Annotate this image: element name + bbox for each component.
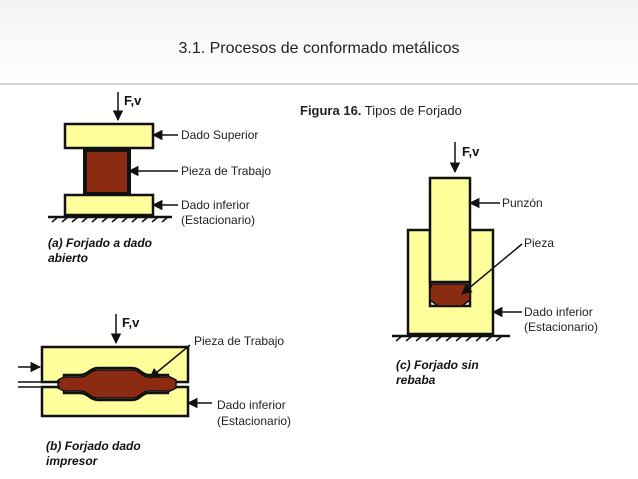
- label-bottom-die-a-1: Dado inferior: [181, 198, 250, 212]
- slide-title: 3.1. Procesos de conformado metálicos: [178, 40, 460, 57]
- leader-piece-c: [461, 243, 523, 295]
- label-bottom-die-a-2: (Estacionario): [181, 213, 255, 227]
- caption-c-2: rebaba: [396, 373, 436, 387]
- label-bottom-die-c-2: (Estacionario): [524, 320, 598, 334]
- piece-c: [429, 283, 471, 307]
- figure-caption-text: Tipos de Forjado: [361, 103, 462, 118]
- top-die-a: [63, 122, 155, 150]
- bottom-die-b: [40, 385, 190, 418]
- diagram-impression-die: F,v Pieza de Trabajo Dado inferior (Esta…: [18, 314, 291, 468]
- leader-workpiece-b: [149, 344, 191, 379]
- caption-a-2: abierto: [48, 251, 88, 265]
- punch-c: [428, 176, 472, 284]
- diagram-open-die: F,v Dado Superior Pieza de Trabajo Dado …: [48, 92, 271, 265]
- label-bottom-die-c-1: Dado inferior: [524, 305, 593, 319]
- caption-b-1: (b) Forjado dado: [46, 439, 141, 453]
- ground-hatch-c: [395, 335, 503, 342]
- label-workpiece-b: Pieza de Trabajo: [194, 334, 284, 348]
- workpiece-b: [57, 369, 177, 399]
- bottom-die-a: [63, 193, 155, 217]
- force-label-b: F,v: [122, 315, 140, 330]
- label-bottom-die-b-2: (Estacionario): [217, 414, 291, 428]
- label-top-die-a: Dado Superior: [181, 128, 258, 142]
- caption-c-1: (c) Forjado sin: [396, 358, 479, 372]
- diagram-flashless: F,v Punzón Pieza Dado inferior (Estacion…: [392, 142, 598, 387]
- ground-hatch-a: [51, 216, 169, 223]
- force-label-c: F,v: [462, 144, 480, 159]
- figure-caption-number: Figura 16.: [300, 103, 362, 118]
- caption-b-2: impresor: [46, 454, 99, 468]
- label-workpiece-a: Pieza de Trabajo: [181, 164, 271, 178]
- figure-caption: Figura 16. Tipos de Forjado: [300, 103, 462, 118]
- label-piece-c: Pieza: [524, 236, 554, 250]
- label-bottom-die-b-1: Dado inferior: [217, 398, 286, 412]
- caption-a-1: (a) Forjado a dado: [48, 236, 152, 250]
- label-punch-c: Punzón: [502, 196, 543, 210]
- header-band: [0, 0, 638, 84]
- workpiece-a: [83, 148, 131, 196]
- header-divider: [0, 83, 638, 85]
- force-label-a: F,v: [124, 93, 142, 108]
